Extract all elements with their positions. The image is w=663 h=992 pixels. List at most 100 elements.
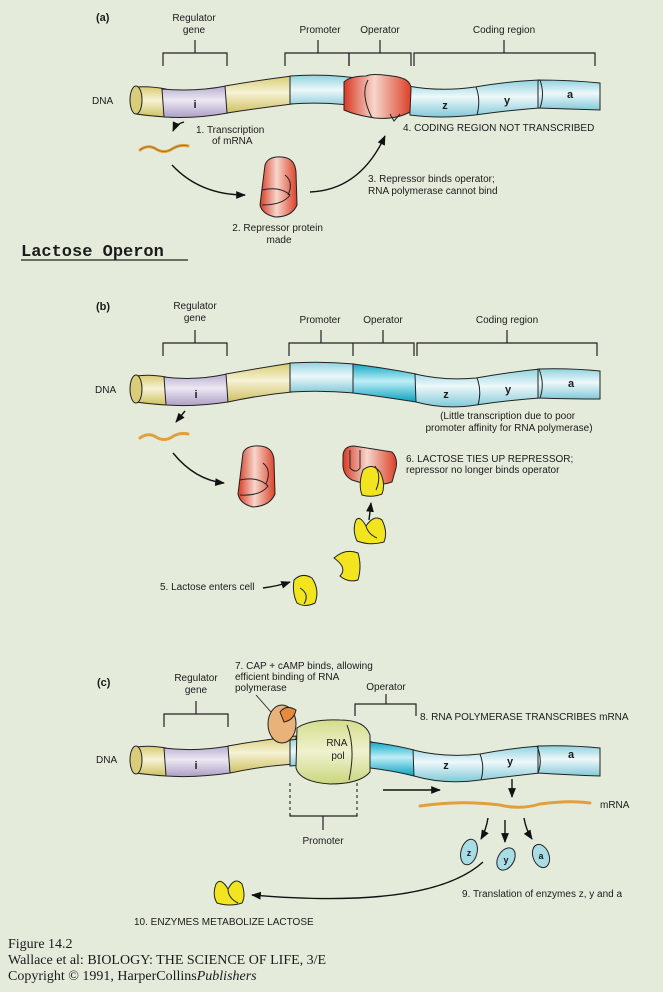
segment-label-y: y <box>507 756 514 768</box>
step-7-line-3: polymerase <box>235 683 287 694</box>
copyright: Copyright © 1991, HarperCollinsPublisher… <box>8 969 257 984</box>
step-2-text: 2. Repressor protein made <box>232 223 325 246</box>
arrow-to-operator <box>309 135 386 193</box>
dna-strand <box>129 74 601 118</box>
promoter-dashed-lines <box>289 783 358 813</box>
enzyme-label-a: a <box>538 851 544 861</box>
coding-segment-z-y <box>412 745 541 783</box>
segment-label-y: y <box>504 95 511 107</box>
repressor-lactose-complex <box>342 445 397 497</box>
dna-label: DNA <box>95 385 116 396</box>
transcription-arrow <box>175 410 186 423</box>
step-7-line-1: 7. CAP + cAMP binds, allowing <box>235 661 373 672</box>
segment-label-a: a <box>568 378 575 390</box>
panel-label-c: (c) <box>97 677 111 689</box>
step-4-text: 4. CODING REGION NOT TRANSCRIBED <box>403 123 594 134</box>
rna-pol-line-2: pol <box>331 751 344 762</box>
copyright-prefix: Copyright © 1991, HarperCollins <box>8 969 197 984</box>
repressor-on-operator <box>343 74 412 122</box>
dna-label: DNA <box>92 96 113 107</box>
step-2-line-1: 2. Repressor protein <box>232 223 323 234</box>
panel-label-b: (b) <box>96 301 110 313</box>
segment-label-i: i <box>194 389 197 401</box>
coding-region-label: Coding region <box>473 25 535 36</box>
lactose-molecule-icon <box>213 880 245 906</box>
segment-label-i: i <box>193 99 196 111</box>
figure-caption: Figure 14.2 Wallace et al: BIOLOGY: THE … <box>8 937 326 984</box>
segment-label-z: z <box>443 760 449 772</box>
operator-label: Operator <box>366 682 406 693</box>
segment-label-i: i <box>194 760 197 772</box>
lactose-molecule-icon <box>353 517 387 545</box>
c-regulator-line-1: Regulator <box>174 673 218 684</box>
figure-title: Lactose Operon <box>21 243 164 262</box>
mrna-icon <box>138 431 190 441</box>
enzyme-label-y: y <box>503 855 508 865</box>
coding-region-bracket <box>413 40 596 66</box>
step-6-line-2: repressor no longer binds operator <box>406 465 560 476</box>
step-6-line-1: 6. LACTOSE TIES UP REPRESSOR; <box>406 454 573 465</box>
coding-segment-a <box>537 79 601 111</box>
lactose-molecule-icon <box>292 574 318 606</box>
b-regulator-line-1: Regulator <box>173 301 217 312</box>
rna-pol-line-1: RNA <box>326 738 347 749</box>
regulator-gene-bracket <box>163 701 229 727</box>
regulator-gene-label-text: Regulator <box>172 13 216 24</box>
arrow-to-repressor <box>171 164 246 199</box>
operator-label: Operator <box>363 315 403 326</box>
segment-label-y: y <box>505 384 512 396</box>
repressor-protein-icon <box>237 445 276 508</box>
arrow-to-repressor <box>172 452 225 486</box>
transcription-arrow <box>172 121 185 132</box>
promoter-label: Promoter <box>302 836 344 847</box>
citation: Wallace et al: BIOLOGY: THE SCIENCE OF L… <box>8 953 326 968</box>
coding-segment-a <box>537 745 601 777</box>
enzyme-action-arrow <box>251 861 484 900</box>
promoter-bracket <box>289 813 358 830</box>
step-1-text: 1. Transcription of mRNA <box>196 125 267 147</box>
translation-arrow-z <box>480 817 489 840</box>
lactose-molecule-icon <box>333 550 361 582</box>
panel-label-a: (a) <box>96 12 110 24</box>
step-7-text: 7. CAP + cAMP binds, allowing efficient … <box>235 661 376 694</box>
step-1-line-1: 1. Transcription <box>196 125 264 136</box>
regulator-gene-bracket <box>162 330 228 356</box>
coding-segment-z-y <box>414 368 541 408</box>
coding-segment-a <box>537 368 601 400</box>
enzyme-y-icon: y <box>496 847 516 871</box>
dna-strand <box>129 361 601 408</box>
promoter-bracket <box>284 40 350 66</box>
dna-label: DNA <box>96 755 117 766</box>
promoter-segment <box>289 361 355 394</box>
mrna-strand <box>418 800 592 809</box>
step-9-text: 9. Translation of enzymes z, y and a <box>462 889 623 900</box>
step-7-line-2: efficient binding of RNA <box>235 672 340 683</box>
segment-label-z: z <box>442 100 448 112</box>
translation-arrow-a <box>523 817 533 840</box>
step-8-text: 8. RNA POLYMERASE TRANSCRIBES mRNA <box>420 712 629 723</box>
segment-label-a: a <box>568 749 575 761</box>
regulator-gene-label-line-2: gene <box>183 25 206 36</box>
coding-region-bracket <box>416 330 598 356</box>
enzyme-label-z: z <box>467 848 472 858</box>
note-line-2: promoter affinity for RNA polymerase) <box>425 423 592 434</box>
coding-region-label: Coding region <box>476 315 538 326</box>
step-5-text: 5. Lactose enters cell <box>160 582 255 593</box>
promoter-bracket <box>288 330 354 356</box>
step-3-line-2: RNA polymerase cannot bind <box>368 186 498 197</box>
promoter-label: Promoter <box>299 315 341 326</box>
enzyme-a-icon: a <box>531 843 551 869</box>
c-regulator-line-2: gene <box>185 685 208 696</box>
step-3-text: 3. Repressor binds operator; RNA polymer… <box>368 174 498 197</box>
step-2-line-2: made <box>266 235 291 246</box>
operator-bracket <box>348 40 412 66</box>
step-10-text: 10. ENZYMES METABOLIZE LACTOSE <box>134 917 314 928</box>
note-line-1: (Little transcription due to poor <box>440 411 576 422</box>
